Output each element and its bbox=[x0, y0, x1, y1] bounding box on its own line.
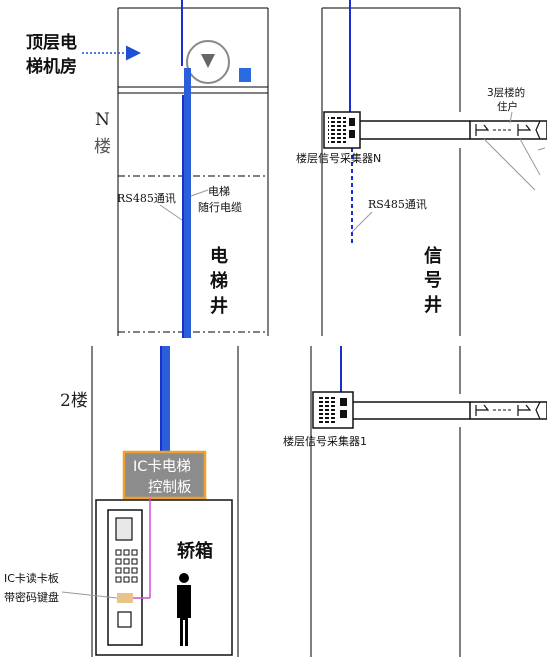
breaker-symbol-icon bbox=[469, 120, 547, 140]
rs485-right-leader bbox=[351, 211, 373, 233]
control-board-label-line2: 控制板 bbox=[148, 478, 192, 496]
signal-shaft-bottom bbox=[310, 346, 461, 657]
traveling-cable bbox=[184, 68, 191, 338]
signal-shaft-label-line2: 号 bbox=[424, 270, 442, 291]
signal-shaft-label-line1: 信 bbox=[424, 245, 442, 267]
rs485-left-leader bbox=[159, 204, 183, 221]
breaker-leader-b bbox=[519, 138, 541, 176]
machine-room-label-line1: 顶层电 bbox=[26, 32, 77, 53]
keypad-panel-icon bbox=[107, 509, 143, 646]
resident-leader bbox=[509, 111, 513, 124]
reader-label-line1: IC卡读卡板 bbox=[4, 571, 59, 585]
floor-2-label: 2楼 bbox=[60, 391, 88, 411]
breaker-leader-a bbox=[483, 138, 536, 191]
traveling-cable-lower bbox=[162, 346, 170, 452]
resident-label-line1: 3层楼的 bbox=[487, 86, 525, 99]
rs485-left-label: RS485通讯 bbox=[117, 192, 176, 205]
floor-n-label-line2: 楼 bbox=[94, 137, 111, 157]
pulley-icon bbox=[186, 40, 230, 84]
elevator-shaft-bottom bbox=[91, 346, 239, 657]
traveling-cable-leader bbox=[190, 189, 209, 197]
reader-label-line2: 带密码键盘 bbox=[4, 590, 59, 604]
traveling-cable-core bbox=[182, 95, 184, 338]
elevator-shaft-top bbox=[117, 0, 269, 336]
elevator-shaft-label-line1: 电 bbox=[210, 245, 228, 267]
resident-label-line2: 住户 bbox=[497, 100, 518, 113]
breaker-leader-c bbox=[537, 147, 546, 151]
collector-n-label: 楼层信号采集器N bbox=[296, 151, 381, 165]
elevator-shaft-label-line2: 梯 bbox=[210, 270, 228, 292]
control-board bbox=[122, 450, 207, 500]
breaker-symbol-icon bbox=[469, 401, 547, 420]
traveling-cable-label-line1: 电梯 bbox=[208, 185, 230, 198]
elevator-shaft-label-line3: 井 bbox=[210, 295, 228, 317]
rs485-right-label: RS485通讯 bbox=[368, 198, 427, 211]
collector-device-icon bbox=[323, 111, 361, 149]
signal-shaft-top bbox=[321, 0, 461, 336]
reader-leader bbox=[61, 591, 118, 599]
floor-n-label-line1: N bbox=[95, 110, 110, 130]
collector-device-icon bbox=[312, 391, 354, 429]
machine-room-label-line2: 梯机房 bbox=[26, 56, 77, 77]
collector-1-label: 楼层信号采集器1 bbox=[283, 434, 367, 448]
counterweight-icon bbox=[239, 68, 251, 82]
car-label: 轿箱 bbox=[177, 540, 213, 562]
control-board-label-line1: IC卡电梯 bbox=[133, 458, 191, 475]
person-icon bbox=[177, 573, 191, 646]
traveling-cable-label-line2: 随行电缆 bbox=[198, 200, 242, 214]
traveling-cable-lower-core bbox=[160, 346, 162, 452]
signal-shaft-label-line3: 井 bbox=[424, 294, 442, 316]
